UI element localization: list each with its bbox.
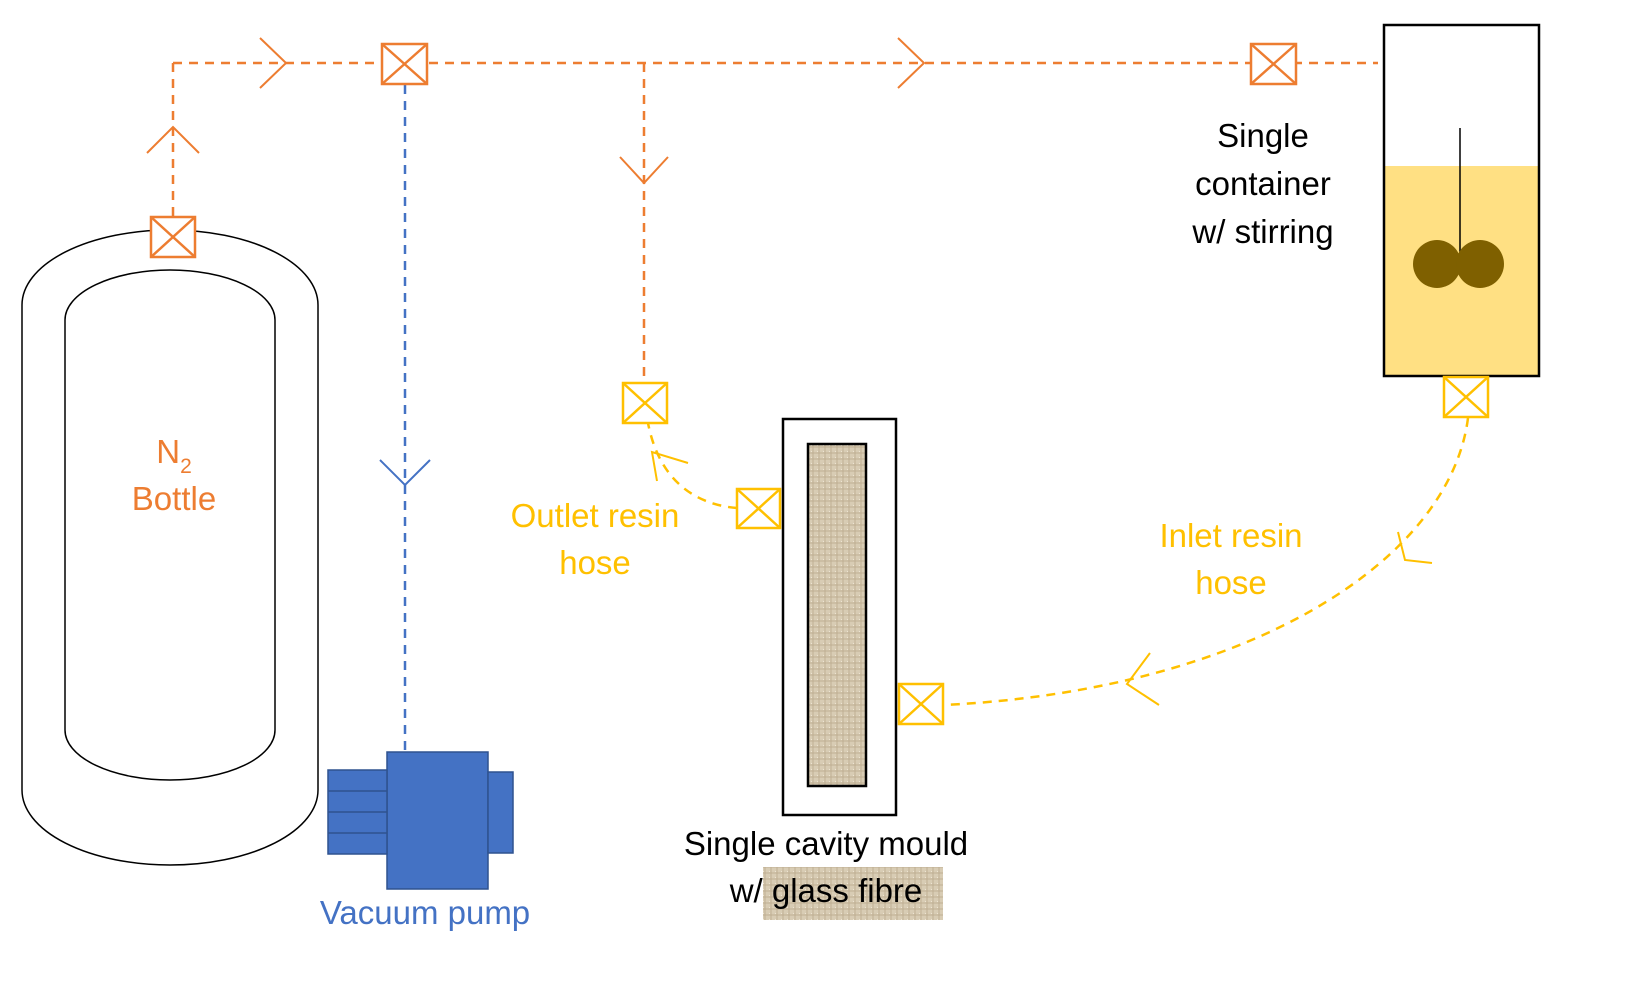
resin-arrows: [650, 450, 1433, 706]
bottle-label: Bottle: [132, 480, 216, 517]
flow-arrow-icon: [897, 37, 926, 89]
single-cavity-mould: [781, 417, 898, 817]
mould-label-line1: Single cavity mould: [684, 825, 968, 862]
n2-main-text: N: [156, 433, 180, 470]
resin-hoses: [646, 417, 1470, 707]
glass-fibre-highlight: [763, 867, 943, 920]
pump-head: [487, 771, 514, 854]
stirrer-blade-right: [1456, 240, 1504, 288]
valve-icon: [1442, 375, 1490, 419]
flow-arrow-icon: [379, 459, 431, 487]
pump-body: [386, 751, 489, 890]
flow-arrow-icon: [1125, 652, 1160, 706]
container-label-line3: w/ stirring: [1191, 213, 1333, 250]
valve-icon: [621, 381, 669, 425]
flow-arrow-icon: [259, 37, 288, 89]
vacuum-pump-label: Vacuum pump: [320, 894, 530, 931]
n2-subscript-text: 2: [180, 455, 192, 478]
flow-arrow-icon: [619, 156, 669, 185]
inlet-resin-hose: [943, 417, 1470, 707]
mould-label-prefix: w/: [729, 872, 772, 909]
valve-icon: [380, 42, 429, 86]
outlet-hose-label-line1: Outlet resin: [511, 497, 680, 534]
stirrer-icon: [1413, 128, 1504, 288]
container-label-line2: container: [1195, 165, 1331, 202]
stirred-container: [1382, 23, 1541, 378]
flow-arrow-icon: [650, 450, 689, 482]
nitrogen-lines: [171, 61, 1378, 382]
bottle-inner-wall: [64, 269, 276, 781]
n2-label: N2: [156, 433, 192, 478]
valves: [149, 42, 1490, 726]
glass-fibre-insert: [806, 442, 868, 788]
vacuum-pump-icon: [327, 751, 514, 890]
valve-icon: [1249, 42, 1298, 86]
gas-bottle-icon: [21, 229, 319, 866]
outlet-resin-hose: [646, 422, 738, 510]
mould-label-highlight: glass fibre: [772, 872, 922, 909]
nitrogen-arrows: [146, 37, 926, 185]
valve-icon: [897, 682, 945, 726]
valve-icon: [735, 487, 782, 530]
outlet-hose-label-line2: hose: [559, 544, 631, 581]
container-label-line1: Single: [1217, 117, 1309, 154]
n2-bottle: [21, 229, 319, 866]
mould-label-line2: w/ glass fibre: [729, 872, 923, 909]
flow-arrow-icon: [1397, 531, 1433, 564]
labels: N2 Bottle Vacuum pump Outlet resin hose …: [132, 117, 1334, 931]
inlet-hose-label-line2: hose: [1195, 564, 1267, 601]
flow-arrow-icon: [146, 125, 200, 154]
valve-icon: [149, 215, 197, 259]
inlet-hose-label-line1: Inlet resin: [1159, 517, 1302, 554]
stirrer-blade-left: [1413, 240, 1461, 288]
vacuum-line: [379, 85, 431, 752]
